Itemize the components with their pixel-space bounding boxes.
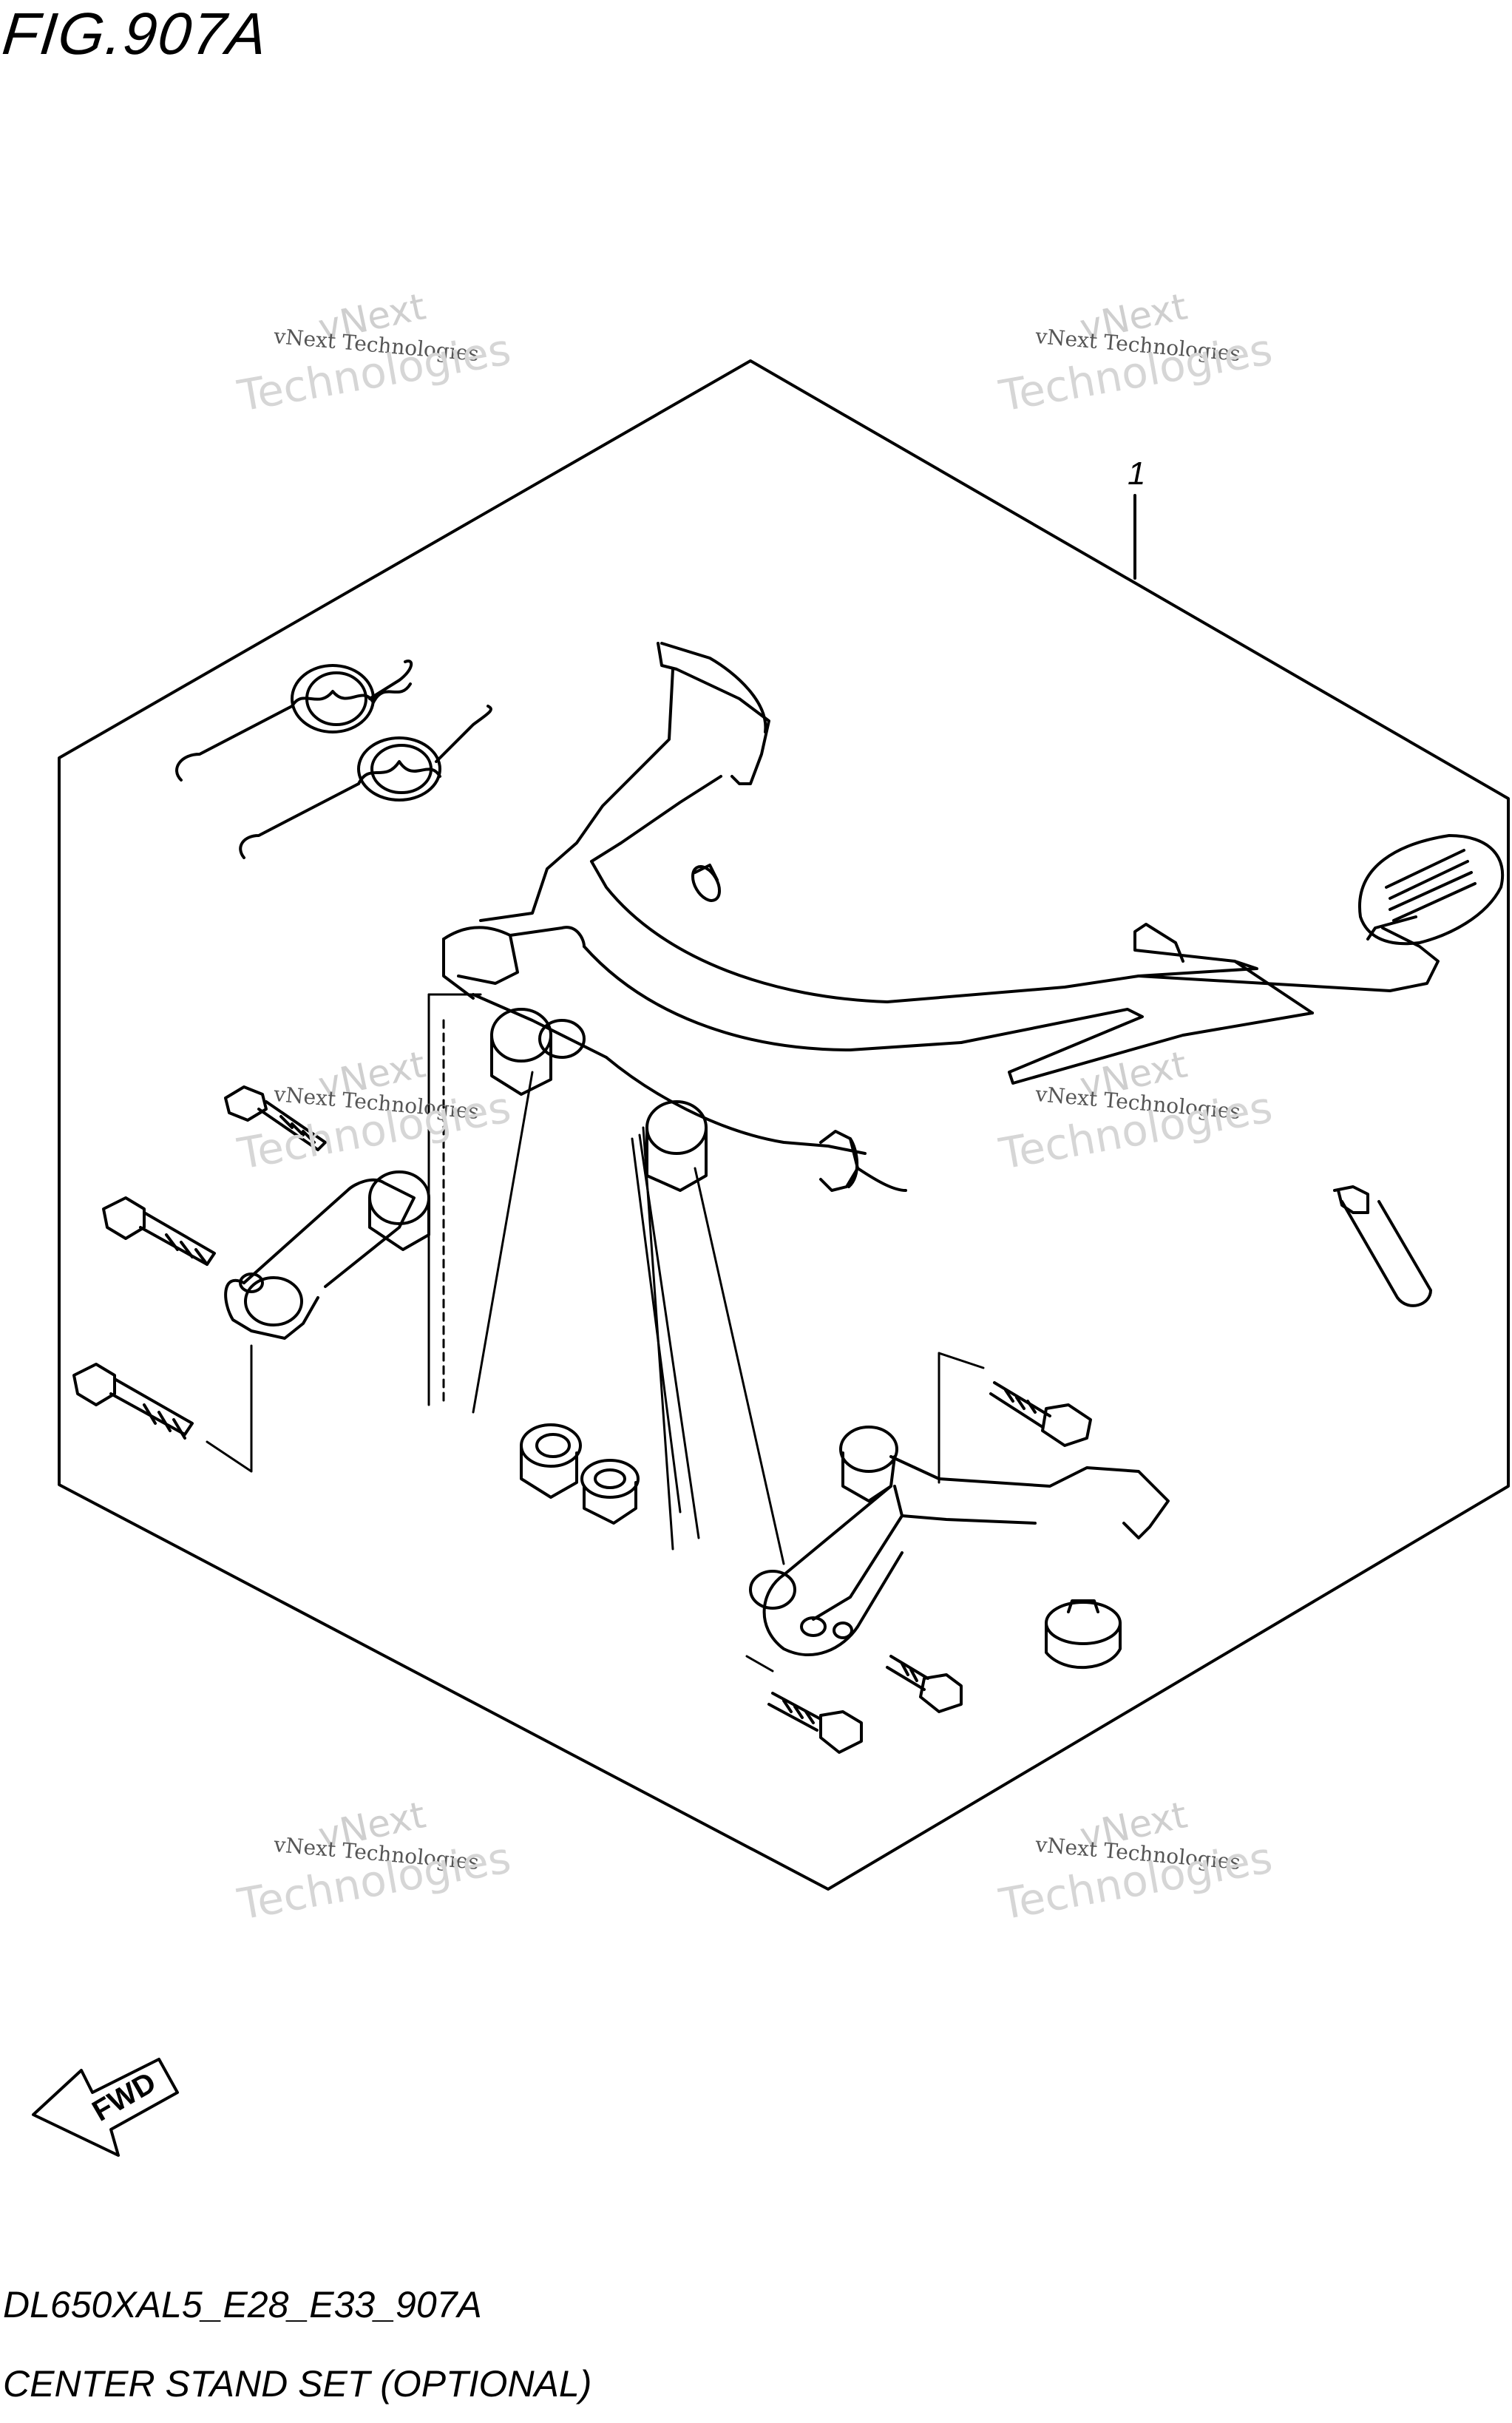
stand-lever-pedal	[960, 834, 1505, 1085]
bolt-right-lower-1	[886, 1655, 963, 1713]
fwd-direction-arrow: FWD	[32, 2058, 179, 2157]
left-stand-bracket	[224, 1170, 430, 1340]
left-pivot-boss	[490, 1008, 586, 1096]
bolt-lower-left	[72, 1363, 194, 1440]
bolt-right-upper	[989, 1381, 1092, 1447]
callout-label-1: 1	[1128, 455, 1145, 492]
bolt-middle-left	[102, 1196, 216, 1266]
return-spring-2	[239, 705, 492, 859]
model-code: DL650XAL5_E28_E33_907A	[3, 2284, 482, 2325]
bolt-upper-left	[224, 1085, 327, 1151]
return-spring-1	[175, 660, 413, 782]
center-stand-frame	[442, 642, 1140, 1192]
figure-description: CENTER STAND SET (OPTIONAL)	[3, 2363, 592, 2405]
collar-2	[580, 1459, 640, 1525]
collar-1	[520, 1423, 582, 1499]
right-stand-bracket	[749, 1426, 1170, 1656]
stand-pin	[1333, 1185, 1432, 1307]
stopper-rubber	[1045, 1599, 1122, 1669]
right-pivot-boss	[645, 1100, 708, 1192]
kit-boundary	[58, 359, 1510, 1891]
assembly-guide-lines	[206, 993, 985, 1673]
bolt-right-lower-2	[767, 1692, 863, 1754]
